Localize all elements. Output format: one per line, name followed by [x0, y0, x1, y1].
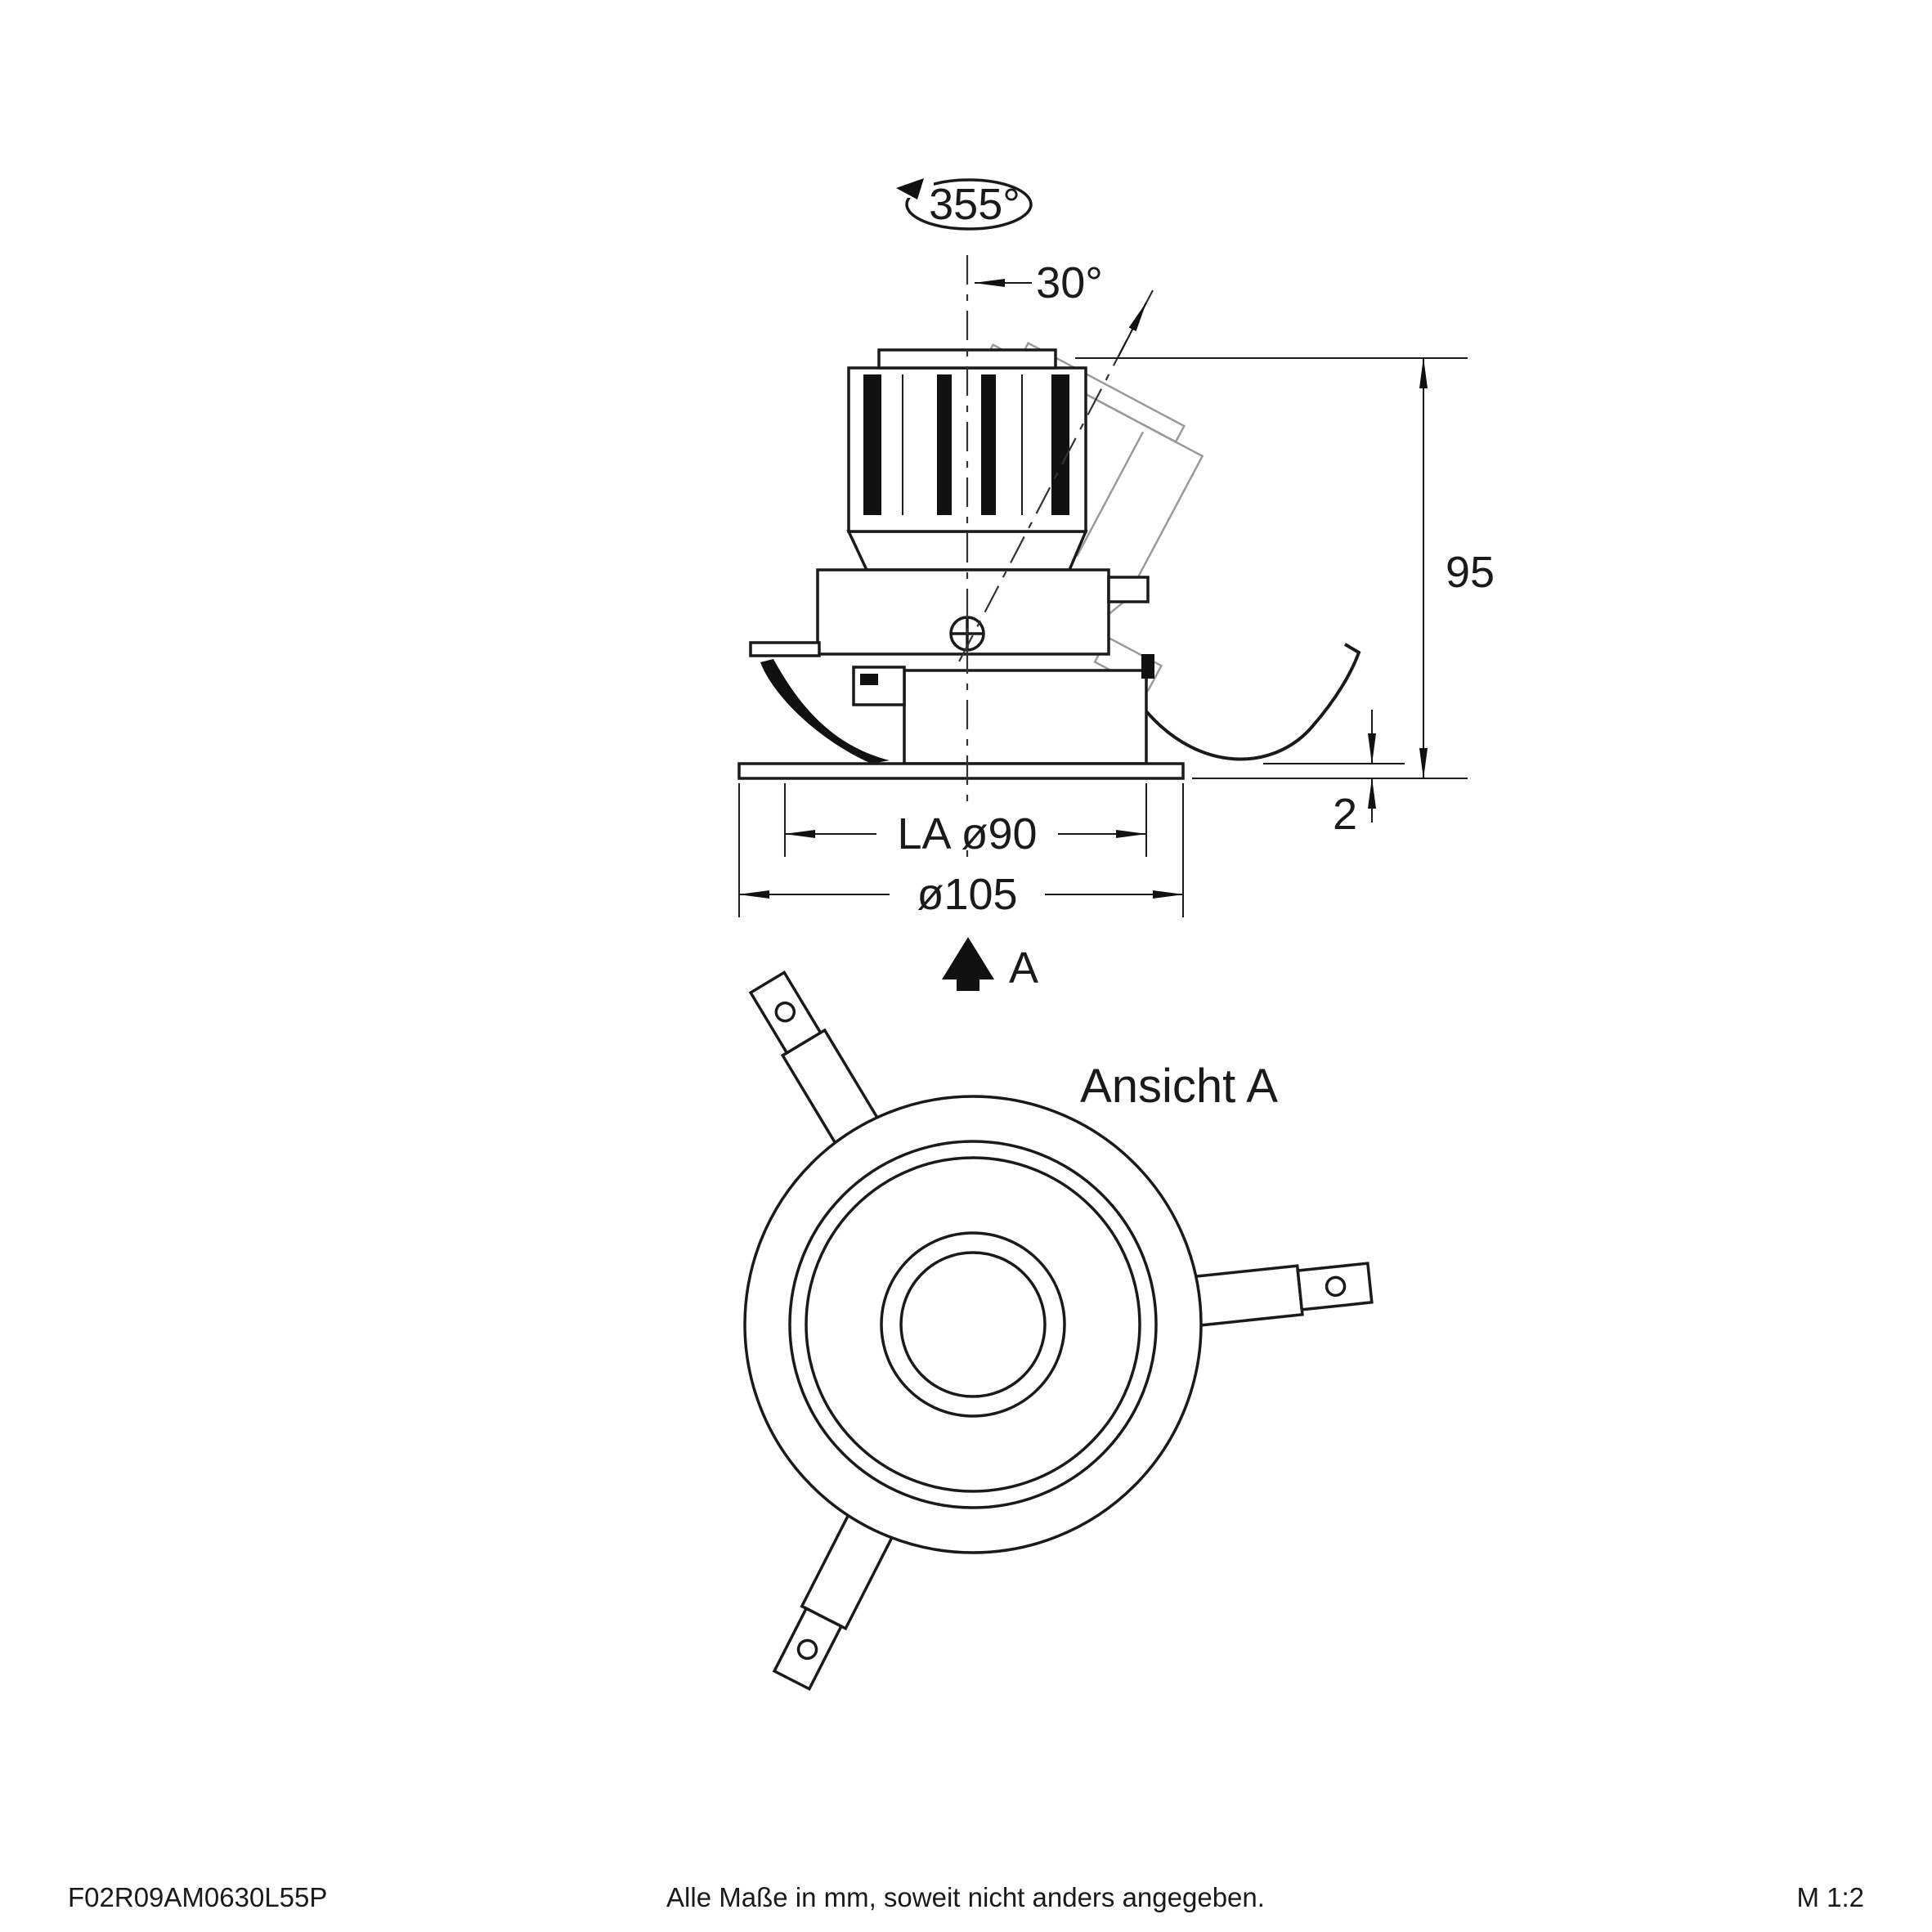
housing-plate — [1107, 576, 1150, 603]
mounting-tab-upper-left — [748, 970, 882, 1149]
dimension-note: Alle Maße in mm, soweit nicht anders ang… — [666, 1882, 1265, 1912]
mounting-tab-lower-left — [772, 1509, 896, 1692]
lower-box — [903, 669, 1148, 765]
scale-label: M 1:2 — [1796, 1882, 1864, 1912]
footer: F02R09AM0630L55P Alle Maße in mm, soweit… — [68, 1882, 1864, 1912]
left-spring — [760, 659, 890, 764]
left-bracket — [749, 641, 821, 657]
height-dimension-label: 95 — [1446, 548, 1495, 597]
dimension-height-95: 95 — [1075, 357, 1495, 779]
flange-thickness-label: 2 — [1333, 790, 1357, 839]
trim-ring-outer — [743, 1095, 1203, 1554]
tab-hole — [796, 1638, 818, 1661]
article-number: F02R09AM0630L55P — [68, 1882, 327, 1912]
rotation-angle-label: 355° — [929, 180, 1020, 229]
side-view — [737, 348, 1361, 780]
bottom-view — [743, 970, 1374, 1692]
mounting-tab-right — [1190, 1262, 1374, 1328]
view-arrow-label: A — [1009, 944, 1038, 993]
dimension-diameter-105: ø105 — [738, 783, 1184, 919]
rotation-arrow-icon — [896, 178, 924, 199]
view-direction-arrow: A — [942, 937, 1038, 993]
right-spring — [1145, 643, 1361, 761]
cutout-dimension-label: LA ø90 — [897, 809, 1037, 858]
lens-aperture-outer — [880, 1231, 1066, 1418]
flange — [737, 762, 1185, 780]
lens-aperture-inner — [899, 1251, 1047, 1398]
diameter-dimension-label: ø105 — [917, 870, 1017, 919]
tab-hole — [774, 1001, 796, 1023]
dimension-flange-2: 2 — [1263, 710, 1405, 839]
trim-ring-inner-2 — [805, 1156, 1141, 1493]
tilt-annotation: 30° — [974, 258, 1147, 357]
rotation-annotation: 355° — [891, 173, 1033, 231]
dimension-cutout-la90: LA ø90 — [784, 783, 1147, 858]
bottom-view-title: Ansicht A — [1080, 1060, 1278, 1113]
trim-ring-inner-1 — [788, 1140, 1158, 1509]
view-arrow-icon — [942, 937, 994, 979]
tab-hole — [1325, 1275, 1347, 1298]
tilt-angle-label: 30° — [1036, 258, 1103, 307]
